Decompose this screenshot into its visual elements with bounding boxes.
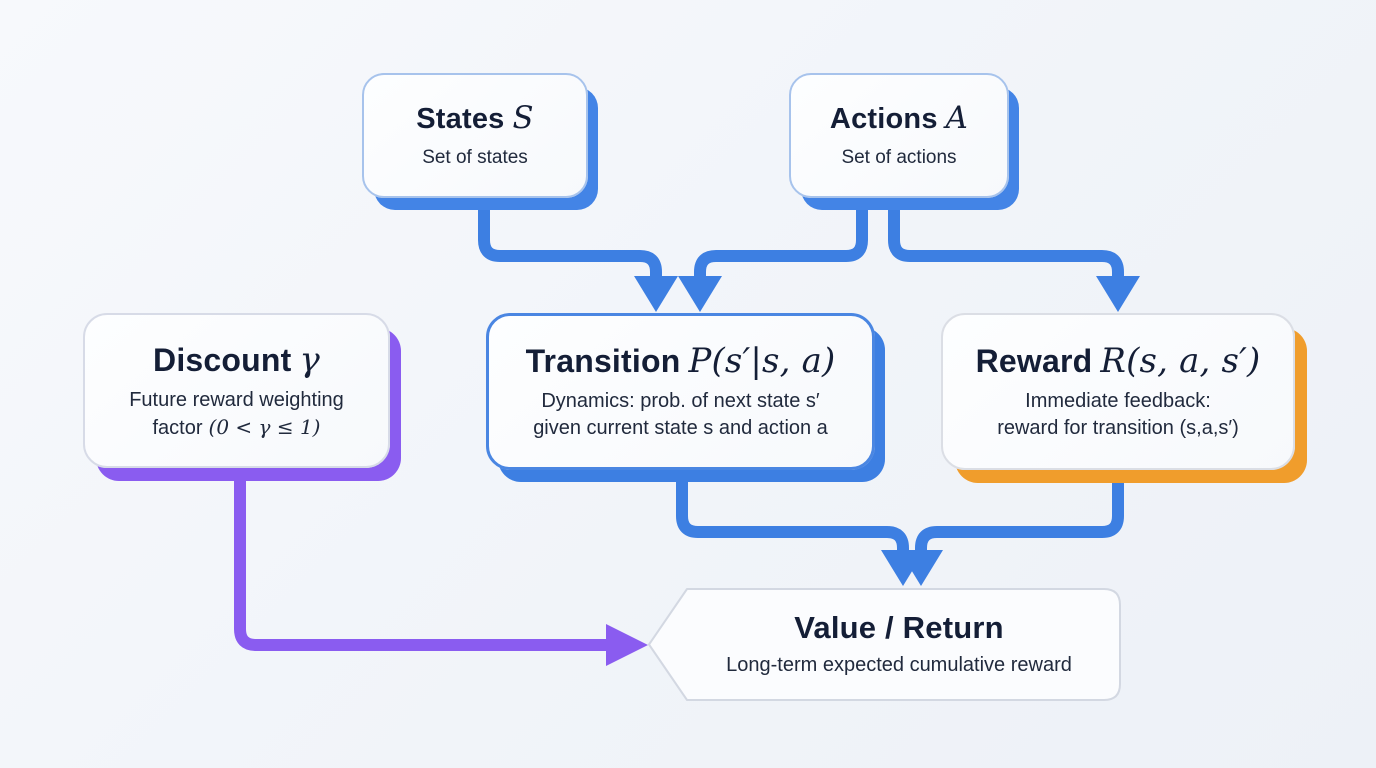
arrowhead-icon: [678, 276, 722, 312]
discount-subtitle: Future reward weighting factor(0 < γ ≤ 1…: [129, 387, 344, 442]
discount-subtitle-line2: factor(0 < γ ≤ 1): [129, 414, 344, 442]
transition-subtitle: Dynamics: prob. of next state s′ given c…: [533, 388, 828, 442]
states-title-text: States: [416, 102, 505, 135]
value-node: Value / Return Long-term expected cumula…: [646, 585, 1124, 704]
discount-title-text: Discount: [153, 341, 292, 378]
value-subtitle: Long-term expected cumulative reward: [726, 654, 1072, 677]
value-node-shape: [648, 588, 1121, 701]
value-title: Value / Return: [794, 609, 1004, 645]
reward-subtitle: Immediate feedback: reward for transitio…: [997, 388, 1239, 442]
edge-actions-to-transition: [678, 190, 868, 312]
states-math-symbol: S: [512, 99, 534, 136]
states-subtitle: Set of states: [422, 146, 528, 168]
arrowhead-icon: [634, 276, 678, 312]
arrowhead-icon: [1096, 276, 1140, 312]
actions-subtitle: Set of actions: [841, 146, 957, 168]
edge-states-to-transition: [478, 190, 678, 312]
transition-subtitle-line2: given current state s and action a: [533, 417, 828, 439]
arrowhead-icon: [606, 624, 648, 666]
arrowhead-icon: [899, 550, 943, 586]
discount-subtitle-line2-text: factor: [152, 416, 203, 439]
reward-title-text: Reward: [975, 343, 1093, 379]
transition-math-formula: P(s′|s, a): [688, 341, 836, 380]
edge-reward-to-value: [899, 466, 1124, 586]
discount-range-math: (0 < γ ≤ 1): [208, 414, 321, 439]
actions-title-text: Actions: [829, 102, 938, 135]
discount-math-symbol: γ: [299, 339, 320, 379]
edge-discount-to-value: [234, 460, 648, 666]
edge-transition-to-value: [676, 466, 925, 586]
value-node-content: Value / Return Long-term expected cumula…: [646, 585, 1124, 704]
transition-subtitle-line1: Dynamics: prob. of next state s′: [541, 390, 820, 412]
transition-title-text: Transition: [525, 343, 681, 379]
edge-actions-to-reward: [888, 190, 1140, 312]
reward-subtitle-line2: reward for transition (s,a,s′): [997, 417, 1239, 439]
reward-subtitle-line1: Immediate feedback:: [1025, 390, 1211, 412]
actions-math-symbol: A: [945, 99, 969, 136]
discount-subtitle-line1: Future reward weighting: [129, 388, 344, 411]
reward-math-formula: R(s, a, s′): [1100, 341, 1261, 380]
